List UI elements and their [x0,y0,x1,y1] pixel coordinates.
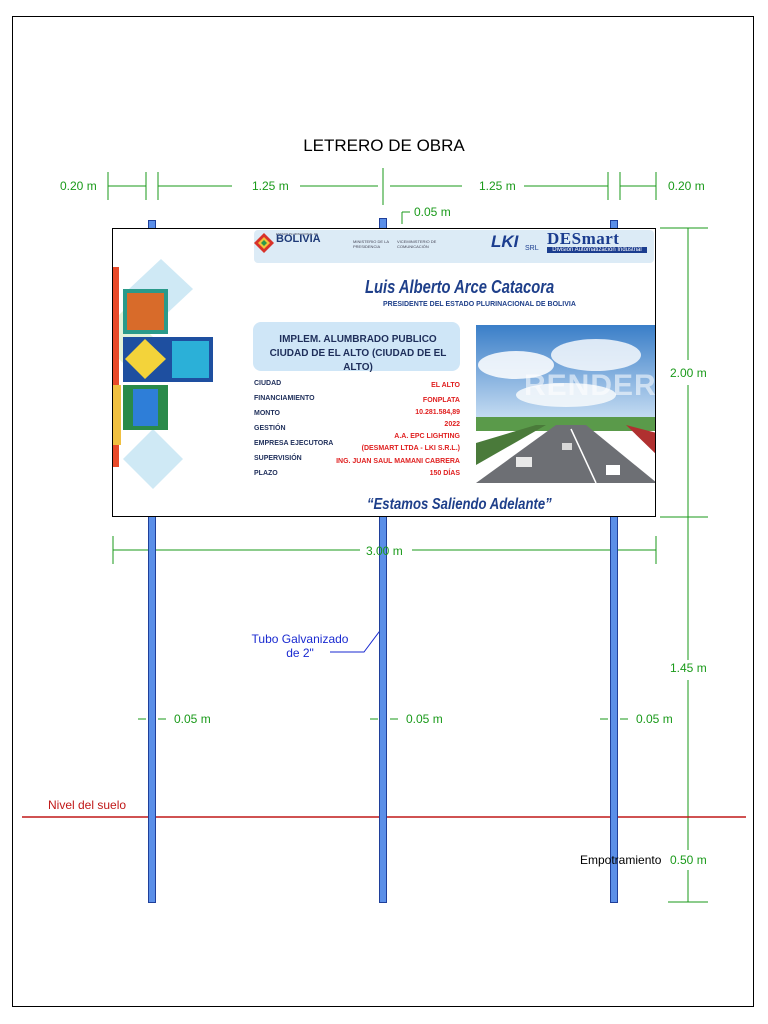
post-center [379,218,387,903]
field-value: FONPLATA [422,397,460,404]
sign-board: ESTADO PLURINACIONAL DE BOLIVIA MINISTER… [112,228,656,517]
lki-srl: SRL [525,245,539,252]
field-label: FINANCIAMIENTO [254,395,315,402]
render-image: RENDER [476,325,656,483]
slogan: “Estamos Saliendo Adelante” [367,496,552,513]
dim-board-width: 3.00 m [366,544,403,558]
desmart-division: División Automatización Industrial [547,247,647,253]
embed-label: Empotramiento [580,853,662,867]
dim-left-span: 1.25 m [252,179,289,193]
dim-right-margin: 0.20 m [668,179,705,193]
dim-post-offset: 0.05 m [414,205,451,219]
field-value: 150 DÍAS [429,470,460,477]
drawing-frame [12,16,754,1007]
project-title: IMPLEM. ALUMBRADO PUBLICO CIUDAD DE EL A… [269,334,447,373]
field-value: 2022 [444,421,460,428]
dim-embed-depth: 0.50 m [670,853,707,867]
field-label: CIUDAD [254,380,282,387]
field-label: MONTO [254,410,280,417]
gov-vice: VICEMINISTERIO DE COMUNICACIÓN [397,239,437,249]
gov-brand: BOLIVIA [276,233,321,245]
render-watermark: RENDER [524,369,656,402]
dim-board-height: 2.00 m [670,366,707,380]
field-label: PLAZO [254,470,278,477]
field-value: ING. JUAN SAUL MAMANI CABRERA [336,458,460,465]
ground-level-label: Nivel del suelo [48,798,127,812]
field-value: A.A. EPC LIGHTING [394,433,460,440]
header-strip [254,230,654,263]
dim-post-width-left: 0.05 m [174,712,211,726]
field-value: (DESMART LTDA - LKI S.R.L.) [361,445,460,452]
desmart-logo: DESmart [547,229,620,248]
drawing-title: LETRERO DE OBRA [303,136,465,155]
dim-right-span: 1.25 m [479,179,516,193]
post-left [148,220,156,903]
post-right [610,220,618,903]
president-title: PRESIDENTE DEL ESTADO PLURINACIONAL DE B… [383,301,576,308]
dim-post-width-right: 0.05 m [636,712,673,726]
dim-left-margin: 0.20 m [60,179,97,193]
gov-ministry: MINISTERIO DE LA PRESIDENCIA [353,239,389,249]
andean-pattern-decoration [113,259,213,489]
field-label: GESTIÓN [254,425,286,432]
field-value: EL ALTO [431,382,460,389]
tube-label: Tubo Galvanizado de 2" [251,632,349,660]
president-name: Luis Alberto Arce Catacora [365,277,555,297]
lki-logo: LKI [491,232,519,251]
field-label: EMPRESA EJECUTORA [254,440,334,447]
gov-brand-small: ESTADO PLURINACIONAL DE [276,232,319,236]
field-label: SUPERVISIÓN [254,455,302,462]
dim-post-above-ground: 1.45 m [670,661,707,675]
project-box [253,322,460,371]
field-value: 10.281.584,89 [415,409,460,416]
dim-post-width-center: 0.05 m [406,712,443,726]
bolivia-emblem-icon [254,233,274,253]
